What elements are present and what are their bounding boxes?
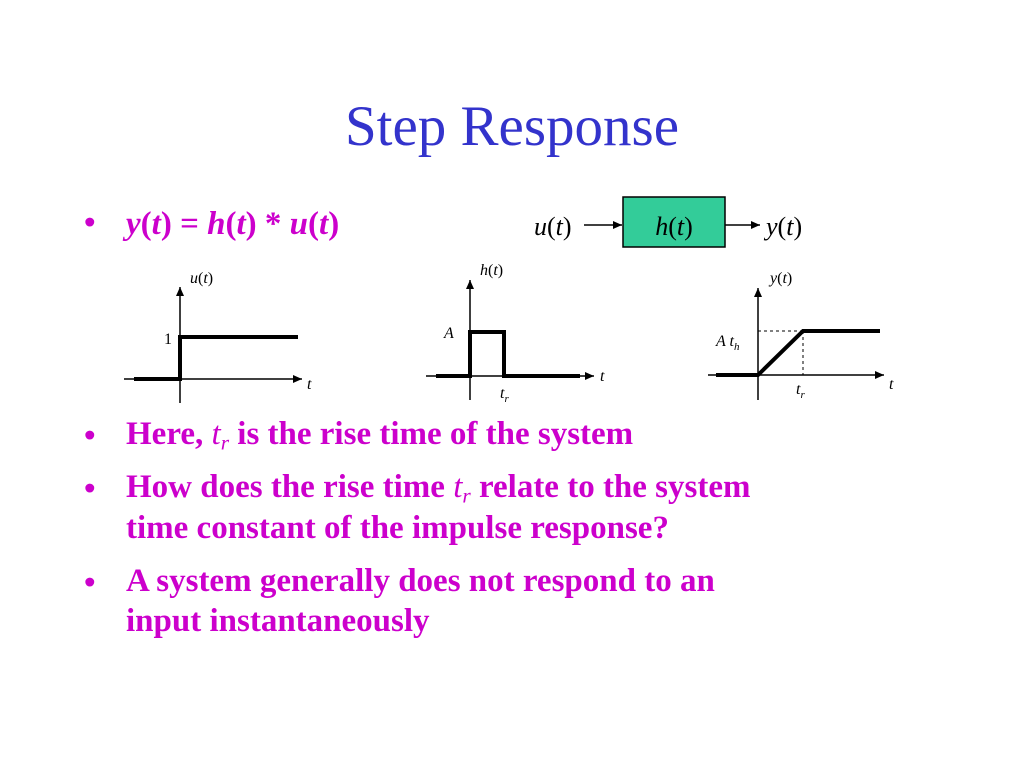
plot-step-input: u(t) 1 t — [124, 270, 312, 403]
plot-step-response: y(t) A th t tr — [708, 270, 894, 401]
bullet-marker: • — [84, 418, 96, 454]
plot3-level-label: A th — [715, 333, 740, 353]
plot2-x-label: t — [600, 368, 605, 385]
plot3-y-label: y(t) — [768, 270, 792, 287]
plot1-y-label: u(t) — [190, 270, 213, 287]
plot-impulse-response: h(t) A t tr — [426, 262, 605, 405]
bullet-rise-time: Here, tr is the rise time of the system — [126, 416, 634, 455]
block-output-label: y(t) — [763, 212, 802, 241]
plot1-x-label: t — [307, 376, 312, 393]
bullet-marker: • — [84, 471, 96, 507]
bullet-question: How does the rise time tr relate to the … — [126, 469, 751, 547]
block-input-label: u(t) — [534, 212, 572, 241]
plot2-pulse-curve — [436, 330, 580, 378]
block-label: h(t) — [655, 212, 693, 241]
convolution-equation: y(t) = h(t) * u(t) — [126, 206, 340, 242]
bullet-instantaneous: A system generally does not respond to a… — [126, 563, 715, 639]
system-block — [622, 196, 726, 248]
plot2-level-label: A — [443, 325, 454, 342]
plot1-level-label: 1 — [164, 331, 172, 348]
plot3-x-label: t — [889, 376, 894, 393]
bullet-marker: • — [84, 205, 96, 241]
plot3-ramp-curve — [716, 329, 880, 377]
plot2-y-label: h(t) — [480, 262, 503, 279]
plot3-rise-time-label: tr — [796, 381, 805, 401]
slide-title: Step Response — [344, 95, 680, 158]
plot1-step-curve — [134, 335, 298, 381]
bullet-marker: • — [84, 565, 96, 601]
plot2-rise-time-label: tr — [500, 385, 509, 405]
